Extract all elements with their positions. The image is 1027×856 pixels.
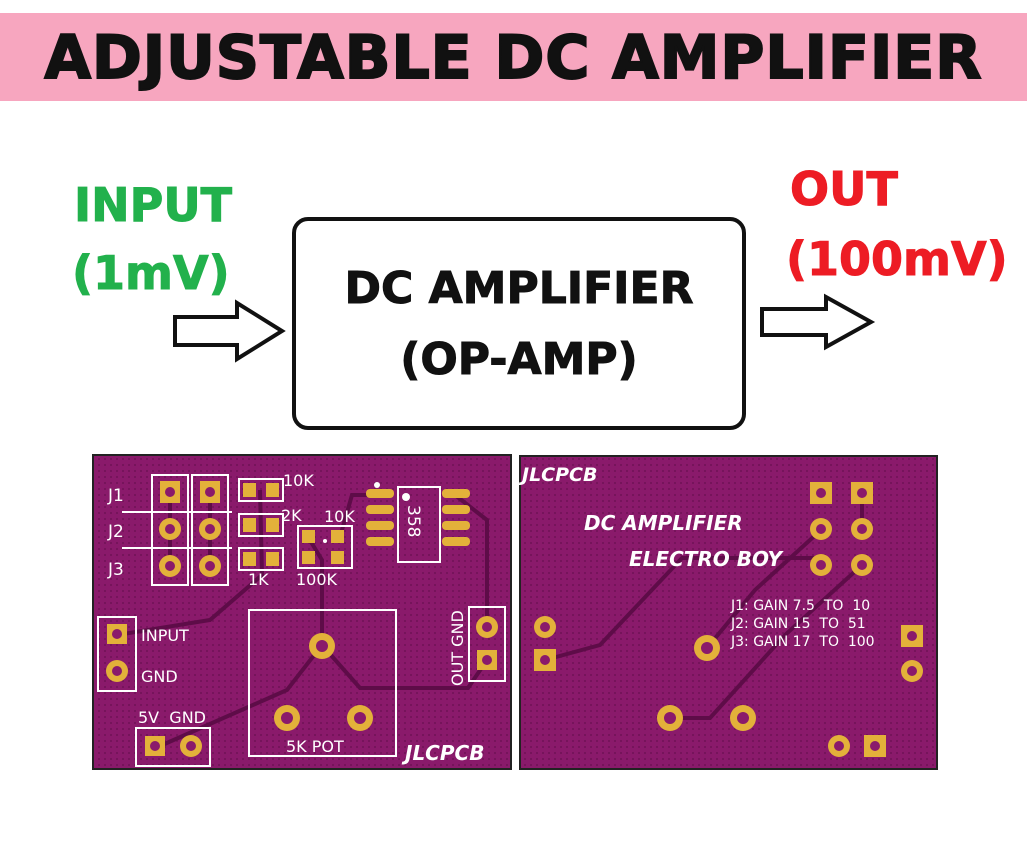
resistor-label-2k: 2K [281,506,302,525]
back-title-1: DC AMPLIFIER [584,511,743,535]
pot-footprint [248,609,397,757]
jumper-header [122,474,232,586]
jumper-label-j1: J1 [107,486,124,506]
resistor-label-10k-top: 10K [283,471,314,490]
block-line-1: DC AMPLIFIER [344,263,694,314]
pcb-front: J1 J2 J3 10K 2K 10K 1K 100K [92,454,512,770]
pcb-back: JLCPCB DC AMPLIFIER ELECTRO BOY J1: GAIN… [518,455,938,770]
gain-line-j1: J1: GAIN 7.5 TO 10 [730,598,870,614]
smd-resistor-pair [297,525,353,569]
amplifier-block: DC AMPLIFIER (OP-AMP) [292,217,746,430]
input-pin-label: INPUT [141,626,189,645]
page-title: ADJUSTABLE DC AMPLIFIER [44,22,983,94]
resistor-label-1k: 1K [248,570,269,589]
ic-358 [366,482,470,563]
jumper-label-j2: J2 [107,522,124,542]
back-brand-logo: JLCPCB [518,464,597,486]
resistor-label-10k: 10K [324,507,355,526]
input-arrow-icon [173,299,286,363]
input-value: (1mV) [72,246,231,300]
out-gnd-connector [468,606,506,682]
pot-label: 5K POT [286,737,344,756]
gain-line-j2: J2: GAIN 15 TO 51 [730,616,866,632]
smd-resistors-left [238,478,284,571]
front-brand-logo: JLCPCB [401,741,484,765]
output-arrow-icon [760,293,876,351]
output-label: OUT [790,162,899,216]
input-connector [97,616,137,692]
back-pads [534,482,923,757]
block-line-2: (OP-AMP) [400,334,638,385]
jumper-label-j3: J3 [107,560,124,580]
resistor-label-100k: 100K [296,570,338,589]
power-label: 5V GND [138,708,206,727]
output-value: (100mV) [786,232,1009,286]
out-gnd-label: OUT GND [448,610,467,686]
jumper-pads [159,481,221,577]
power-connector [135,727,211,767]
ic-label: 358 [403,505,423,537]
back-title-2: ELECTRO BOY [629,547,785,571]
title-banner [0,13,1027,101]
gnd-pin-label: GND [141,667,178,686]
gain-line-j3: J3: GAIN 17 TO 100 [730,634,875,650]
input-label: INPUT [73,178,233,232]
